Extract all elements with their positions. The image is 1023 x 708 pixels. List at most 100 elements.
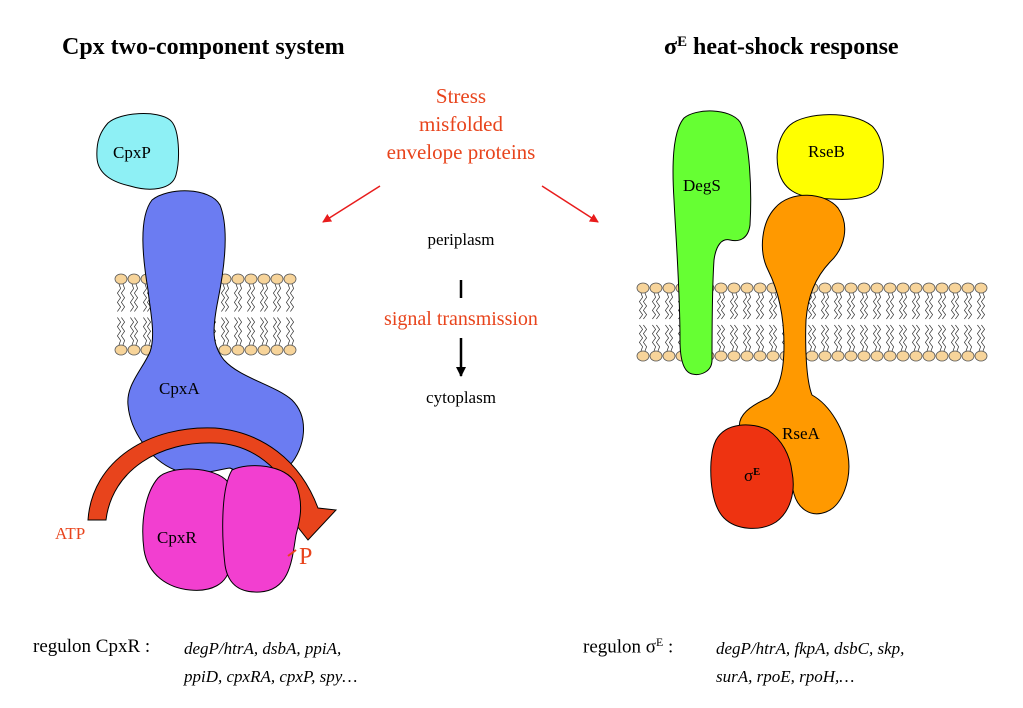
lipid-tail: [638, 292, 644, 320]
lipid-tail: [850, 324, 856, 352]
lipid-head: [766, 350, 780, 362]
lipid-head: [649, 282, 663, 294]
phosphate-label: P: [299, 544, 313, 570]
lipid-tail: [863, 292, 869, 320]
lipid-tail: [863, 324, 869, 352]
stress-label: Stress misfolded envelope proteins: [341, 82, 581, 166]
lipid-tail: [902, 292, 908, 320]
lipid-tail: [824, 324, 830, 352]
cpxa-label: CpxA: [159, 379, 200, 398]
lipid-head: [831, 350, 845, 362]
lipid-tail: [850, 292, 856, 320]
regulon-sigma-label: regulon σE :: [583, 636, 673, 658]
lipid-tail: [876, 292, 882, 320]
lipid-tail: [224, 317, 230, 346]
lipid-tail: [928, 324, 934, 352]
atp-label: ATP: [55, 524, 86, 543]
lipid-tail: [772, 292, 778, 320]
lipid-tail: [276, 283, 282, 312]
lipid-tail: [911, 324, 917, 352]
lipid-tail: [872, 324, 878, 352]
lipid-tail: [807, 292, 813, 320]
lipid-tail: [142, 283, 148, 312]
cpxr-subunit-left: [142, 468, 234, 591]
lipid-tail: [846, 292, 852, 320]
lipid-head: [114, 344, 128, 356]
lipid-tail: [759, 292, 765, 320]
lipid-head: [244, 344, 258, 356]
atp-phosphorylation-arrow: [87, 427, 338, 541]
lipid-tail: [963, 324, 969, 352]
lipid-head: [961, 350, 975, 362]
lipid-tail: [768, 292, 774, 320]
lipid-tail: [980, 292, 986, 320]
lipid-tail: [246, 283, 252, 312]
lipid-tail: [655, 324, 661, 352]
lipid-tail: [976, 324, 982, 352]
lipid-tail: [833, 292, 839, 320]
lipid-head: [636, 350, 650, 362]
lipid-tail: [885, 324, 891, 352]
degs-label: DegS: [683, 176, 721, 195]
lipid-tail: [716, 292, 722, 320]
lipid-tail: [129, 283, 135, 312]
lipid-head: [218, 344, 232, 356]
lipid-head: [127, 273, 141, 285]
lipid-tail: [928, 292, 934, 320]
lipid-tail: [668, 292, 674, 320]
lipid-head: [974, 350, 988, 362]
lipid-head: [961, 282, 975, 294]
lipid-tail: [664, 292, 670, 320]
cpxr-subunit-right: [222, 465, 302, 593]
lipid-tail: [833, 324, 839, 352]
lipid-tail: [846, 324, 852, 352]
lipid-head: [740, 350, 754, 362]
lipid-head: [883, 282, 897, 294]
title-sigma-sup: E: [677, 34, 687, 50]
lipid-tail: [720, 324, 726, 352]
title-sigma-text: heat-shock response: [692, 34, 899, 61]
regulon-cpxr-genes-line-1: degP/htrA, dsbA, ppiA,: [184, 639, 342, 658]
lipid-tail: [742, 292, 748, 320]
lipid-head: [922, 350, 936, 362]
lipid-head: [649, 350, 663, 362]
lipid-tail: [651, 292, 657, 320]
rseb-protein: [776, 114, 884, 200]
regulon-sigma-genes-line-1: degP/htrA, fkpA, dsbC, skp,: [716, 639, 905, 658]
lipid-tail: [859, 324, 865, 352]
lipid-tail: [954, 324, 960, 352]
lipid-tail: [285, 317, 291, 346]
lipid-tail: [263, 283, 269, 312]
lipid-tail: [876, 324, 882, 352]
lipid-tail: [915, 292, 921, 320]
lipid-head: [714, 350, 728, 362]
lipid-tail: [950, 292, 956, 320]
cytoplasm-label: cytoplasm: [426, 388, 496, 407]
lipid-tail: [885, 292, 891, 320]
lipid-tail: [272, 283, 278, 312]
lipid-tail: [120, 317, 126, 346]
lipid-tail: [954, 292, 960, 320]
lipid-tail: [651, 324, 657, 352]
lipid-tail: [820, 324, 826, 352]
lipid-tail: [716, 324, 722, 352]
lipid-tail: [664, 324, 670, 352]
lipid-head: [818, 350, 832, 362]
lipid-head: [935, 350, 949, 362]
lipid-head: [270, 273, 284, 285]
lipid-tail: [950, 324, 956, 352]
lipid-head: [805, 350, 819, 362]
lipid-tail: [976, 292, 982, 320]
lipid-tail: [963, 292, 969, 320]
lipid-tail: [733, 324, 739, 352]
lipid-tail: [898, 292, 904, 320]
lipid-tail: [768, 324, 774, 352]
lipid-tail: [967, 292, 973, 320]
degs-protein: [672, 110, 752, 375]
lipid-head: [818, 282, 832, 294]
lipid-tail: [655, 292, 661, 320]
lipid-head: [753, 350, 767, 362]
lipid-tail: [638, 324, 644, 352]
lipid-head: [896, 282, 910, 294]
lipid-tail: [811, 292, 817, 320]
